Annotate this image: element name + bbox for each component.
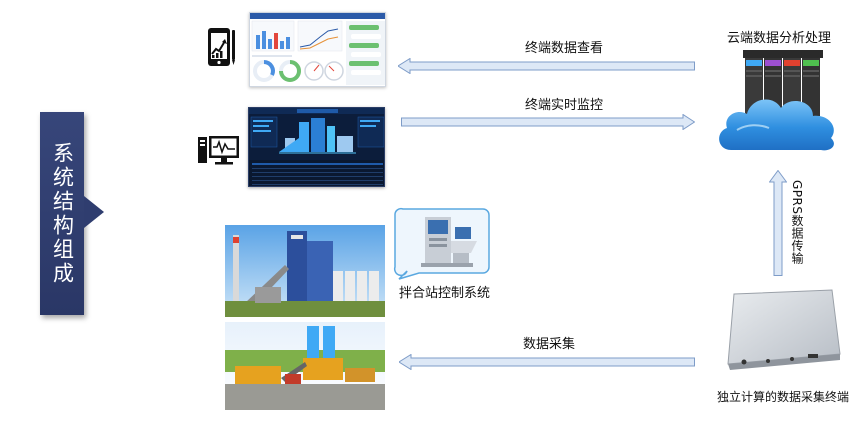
banner-title: 系统结构组成	[50, 141, 75, 286]
control-console-icon	[393, 207, 490, 280]
arrow-terminal-realtime-monitor	[401, 114, 695, 130]
label-data-collection-terminal: 独立计算的数据采集终端	[717, 390, 850, 404]
label-data-collection: 数据采集	[523, 337, 576, 352]
label-gprs-transmission: GPRS数据传输	[790, 180, 804, 265]
system-structure-banner: 系统结构组成	[40, 112, 84, 315]
label-terminal-realtime-monitor: 终端实时监控	[525, 98, 604, 113]
web-dashboard-screenshot	[249, 12, 386, 87]
arrow-data-collection	[399, 354, 695, 370]
banner-arrow-icon	[84, 196, 104, 228]
mixing-plant-photo-1	[225, 225, 385, 317]
monitor-waveform-icon	[198, 136, 239, 165]
label-terminal-data-view: 终端数据查看	[525, 41, 604, 56]
cloud-icon	[719, 99, 834, 151]
arrow-gprs-transmission	[769, 170, 787, 276]
realtime-monitor-screenshot	[248, 107, 385, 187]
arrow-terminal-data-view	[398, 58, 695, 74]
mixing-plant-photo-2	[225, 322, 385, 410]
label-cloud-analysis: 云端数据分析处理	[727, 31, 832, 46]
mobile-chart-icon	[208, 28, 235, 66]
label-mixing-control-system: 拌合站控制系统	[399, 286, 491, 301]
data-terminal-box-icon	[727, 289, 841, 370]
